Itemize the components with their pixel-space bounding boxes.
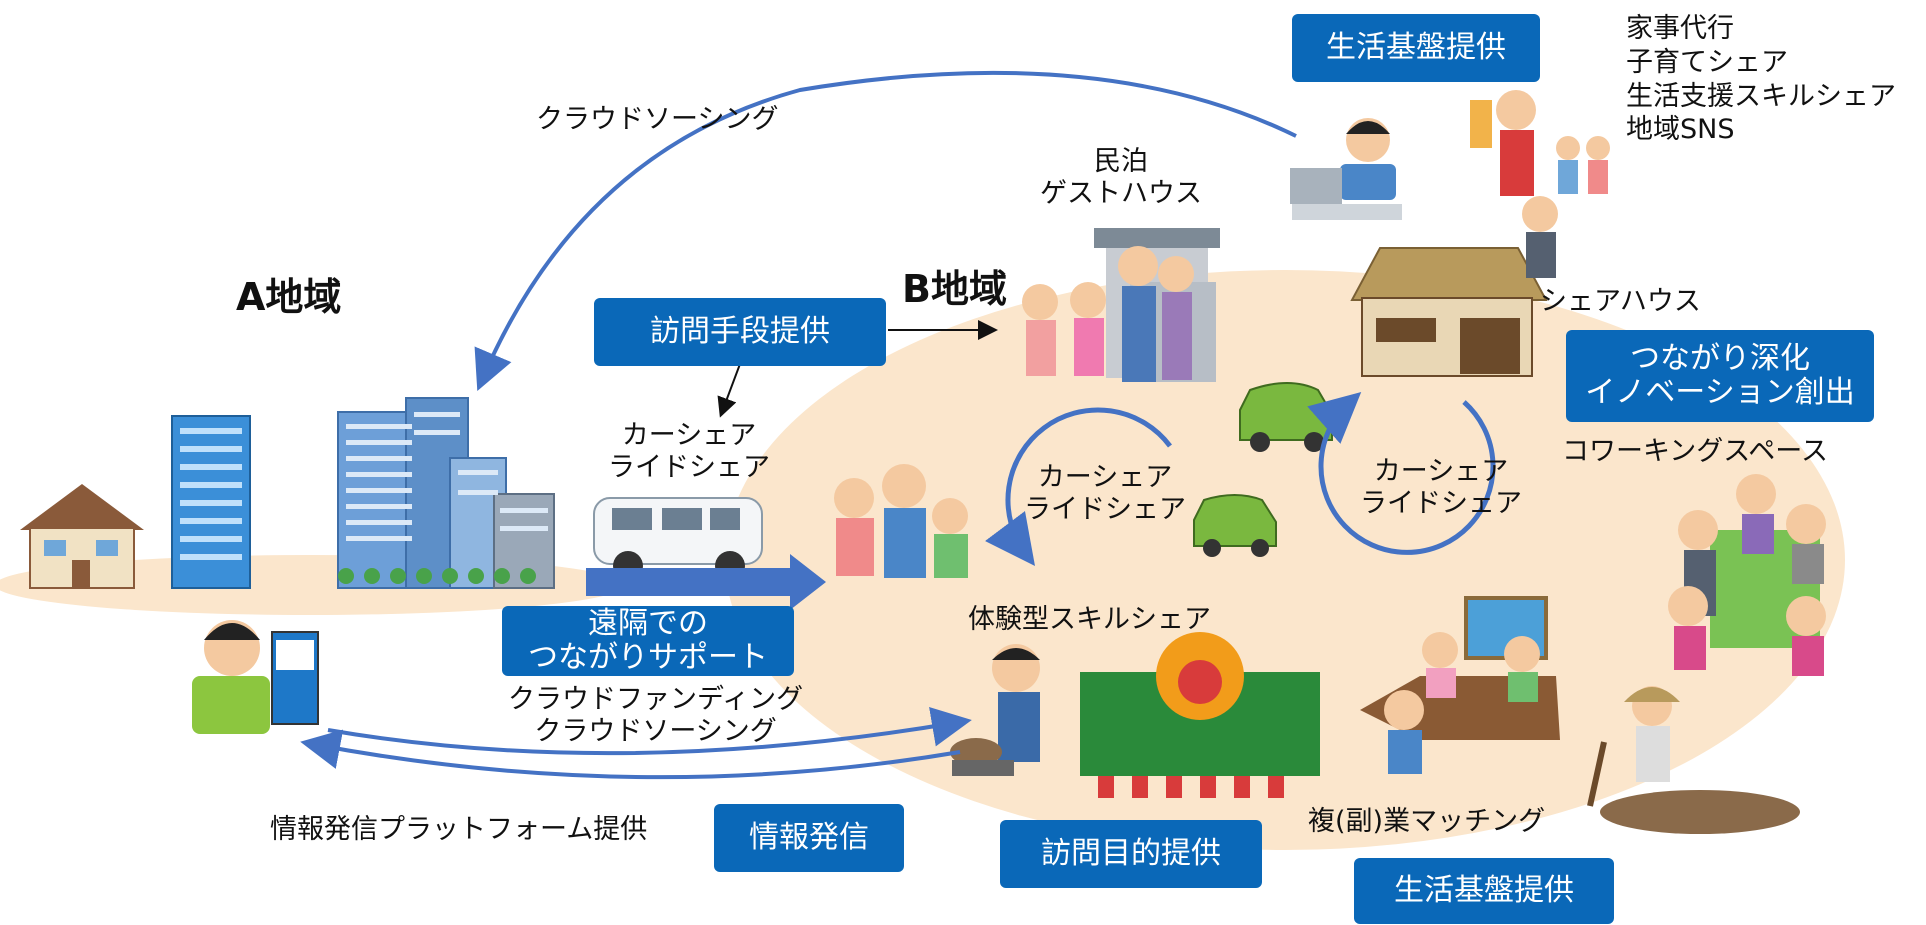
experience-skill-label: 体験型スキルシェア bbox=[968, 604, 1211, 635]
carshare-right-cycle-label: カーシェア ライドシェア bbox=[1360, 456, 1522, 520]
side-job-matching-label: 複(副)業マッチング bbox=[1308, 806, 1546, 837]
carshare-left-cycle-label: カーシェア ライドシェア bbox=[1024, 462, 1186, 526]
office-building-icon bbox=[171, 415, 251, 589]
remote-worker-icon bbox=[1290, 118, 1402, 220]
remote-support-arrow-left bbox=[300, 729, 961, 780]
farmer-icon bbox=[1587, 686, 1800, 834]
info-platform-label: 情報発信プラットフォーム提供 bbox=[270, 814, 648, 845]
life-services-list: 家事代行 子育てシェア 生活支援スキルシェア 地域SNS bbox=[1626, 13, 1896, 146]
info-send-box: 情報発信 bbox=[714, 804, 904, 872]
small-green-car-icon bbox=[1193, 494, 1277, 557]
cycle-left-arrow bbox=[985, 407, 1172, 567]
remote-support-arrow-right bbox=[327, 706, 972, 756]
tourist-family-icon bbox=[834, 464, 968, 578]
share-house-icon bbox=[1350, 247, 1548, 377]
life-base-box-top: 生活基盤提供 bbox=[1292, 14, 1540, 82]
white-van-icon bbox=[593, 497, 763, 581]
coworking-label: コワーキングスペース bbox=[1562, 436, 1828, 467]
guest-house-icon bbox=[1022, 228, 1220, 382]
carshare-van-label: カーシェア ライドシェア bbox=[608, 420, 770, 484]
life-base-box-bottom: 生活基盤提供 bbox=[1354, 858, 1614, 924]
connection-deepening-box: つながり深化 イノベーション創出 bbox=[1566, 330, 1874, 422]
a-to-b-thick-arrow bbox=[586, 554, 826, 610]
cycle-right-arrow bbox=[1307, 392, 1496, 555]
remote-support-box: 遠隔での つながりサポート bbox=[502, 606, 794, 676]
person-laptop-icon bbox=[192, 620, 319, 734]
visit-means-to-van-arrow bbox=[717, 363, 741, 418]
crowdsourcing-top-label: クラウドソーシング bbox=[536, 104, 779, 135]
region-b-label: B地域 bbox=[902, 267, 1007, 311]
building-cluster-icon bbox=[337, 397, 555, 589]
office-desk-icon bbox=[1360, 596, 1560, 774]
minpaku-label: 民泊 ゲストハウス bbox=[1040, 146, 1202, 210]
visit-means-box: 訪問手段提供 bbox=[594, 298, 886, 366]
housework-childcare-icon bbox=[1470, 90, 1610, 278]
share-house-label: シェアハウス bbox=[1540, 286, 1701, 317]
festival-float-icon bbox=[1080, 632, 1320, 798]
region-a-label: A地域 bbox=[236, 275, 342, 319]
coworking-group-icon bbox=[1668, 474, 1826, 676]
house-icon bbox=[20, 484, 144, 589]
crowdfunding-label: クラウドファンディング クラウドソーシング bbox=[508, 684, 804, 748]
visit-purpose-box: 訪問目的提供 bbox=[1000, 820, 1262, 888]
crowdsourcing-arc-arrow bbox=[474, 70, 1297, 392]
